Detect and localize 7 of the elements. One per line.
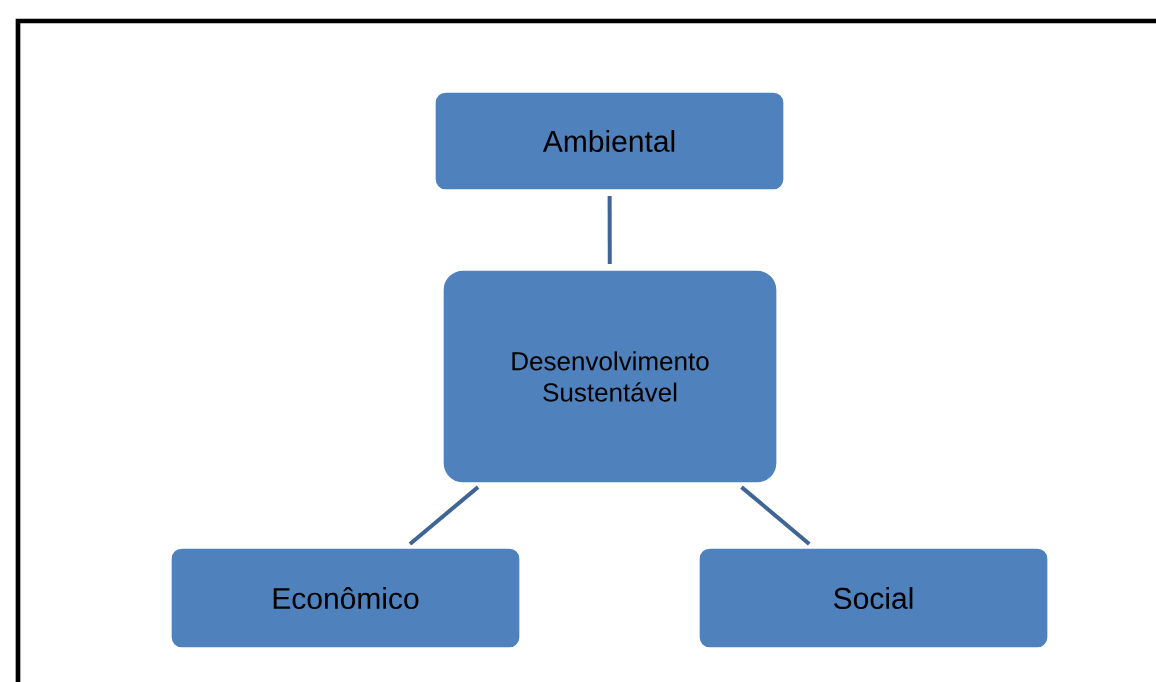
connector-line bbox=[607, 196, 612, 264]
connector-line bbox=[740, 485, 811, 546]
process-box: Econômico bbox=[170, 547, 521, 649]
process-box: Social bbox=[698, 547, 1049, 649]
process-box: Desenvolvimento Sustentável bbox=[442, 269, 778, 484]
connector-line bbox=[408, 485, 480, 546]
process-box: Ambiental bbox=[434, 91, 785, 191]
